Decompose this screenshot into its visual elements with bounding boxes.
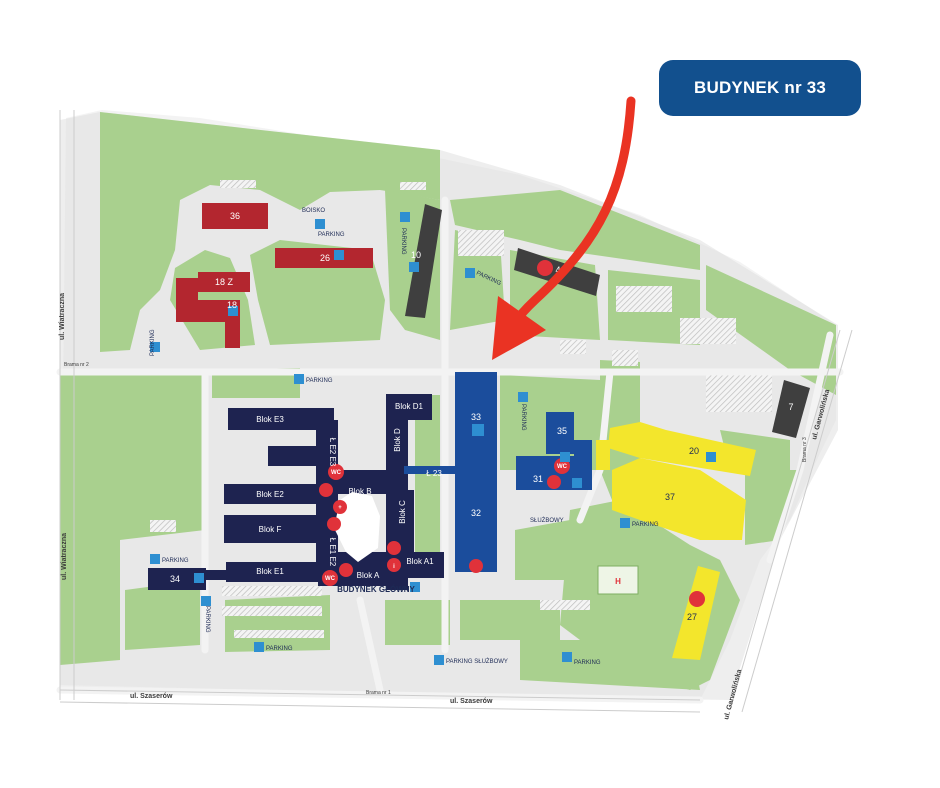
building-33-badge: BUDYNEK nr 33 — [659, 60, 861, 116]
svg-text:PARKING SŁUŻBOWY: PARKING SŁUŻBOWY — [446, 658, 508, 665]
svg-text:Blok D1: Blok D1 — [395, 402, 424, 411]
blok-e3 — [228, 408, 334, 430]
svg-text:i: i — [393, 564, 395, 570]
svg-text:10: 10 — [411, 250, 421, 260]
svg-text:36: 36 — [230, 211, 240, 221]
svg-text:PARKING: PARKING — [306, 378, 333, 384]
svg-text:PARKING: PARKING — [632, 522, 659, 528]
svg-text:Blok A: Blok A — [357, 571, 380, 580]
building-34 — [148, 568, 206, 590]
svg-text:Blok C: Blok C — [398, 500, 407, 524]
svg-text:Blok B: Blok B — [348, 487, 371, 496]
building-36 — [202, 203, 268, 229]
svg-text:26: 26 — [320, 253, 330, 263]
building-labels: 36 26 18 Z 18 10 4 7 Blok E3 Blok E2 Blo… — [170, 211, 794, 622]
poi-glyphs: WC WC WC + i — [325, 464, 568, 582]
blok-e2 — [224, 484, 328, 504]
blok-f — [224, 515, 330, 543]
parking-icons — [150, 212, 630, 665]
building-20 — [608, 422, 756, 476]
svg-text:PARKING: PARKING — [318, 232, 345, 238]
svg-text:20: 20 — [689, 446, 699, 456]
building-27 — [672, 566, 720, 660]
building-37 — [612, 458, 746, 540]
building-18 — [176, 278, 240, 348]
svg-text:Ł E2 E3: Ł E2 E3 — [328, 438, 337, 467]
svg-text:Brama nr 1: Brama nr 1 — [366, 690, 391, 696]
building-35 — [546, 412, 574, 454]
building-18z — [198, 272, 250, 292]
roads — [56, 196, 844, 704]
parking-labels: BOISKO PARKING PARKING PARKING PARKING P… — [150, 208, 659, 666]
svg-text:31: 31 — [533, 474, 543, 484]
svg-text:7: 7 — [788, 402, 793, 412]
svg-text:34: 34 — [170, 574, 180, 584]
blok-d1 — [386, 394, 432, 420]
svg-text:Blok E3: Blok E3 — [256, 415, 284, 424]
building-10 — [405, 204, 442, 318]
svg-text:+: + — [338, 505, 342, 511]
svg-text:Ł E1 E2: Ł E1 E2 — [328, 538, 337, 567]
hatched-lots — [150, 180, 772, 638]
building-7 — [772, 380, 810, 438]
svg-text:PARKING: PARKING — [266, 646, 293, 652]
svg-text:ul. Szaserów: ul. Szaserów — [450, 698, 493, 705]
svg-text:4: 4 — [555, 265, 560, 275]
svg-text:Blok E1: Blok E1 — [256, 567, 284, 576]
svg-text:ul. Szaserów: ul. Szaserów — [130, 693, 173, 700]
poi-markers — [319, 260, 705, 607]
yellow-buildings — [596, 422, 756, 660]
svg-text:Blok D: Blok D — [393, 428, 402, 452]
pointer-arrow — [492, 96, 636, 360]
svg-text:27: 27 — [687, 612, 697, 622]
svg-text:PARKING: PARKING — [204, 606, 210, 633]
svg-text:33: 33 — [471, 412, 481, 422]
svg-text:PARKING: PARKING — [520, 404, 526, 431]
svg-text:WC: WC — [331, 470, 342, 476]
svg-text:18 Z: 18 Z — [215, 277, 234, 287]
building-26 — [275, 248, 373, 268]
svg-text:WC: WC — [325, 576, 336, 582]
blok-e1 — [226, 562, 332, 582]
accessibility-icons — [194, 250, 716, 592]
svg-text:PARKING: PARKING — [574, 660, 601, 666]
svg-text:ul. Wiatraczna: ul. Wiatraczna — [59, 293, 66, 340]
svg-text:18: 18 — [227, 300, 237, 310]
svg-text:PARKING: PARKING — [162, 558, 189, 564]
svg-text:PARKING: PARKING — [400, 228, 406, 255]
svg-text:Brama nr 3: Brama nr 3 — [802, 437, 808, 462]
svg-text:Blok A1: Blok A1 — [406, 557, 434, 566]
svg-text:37: 37 — [665, 492, 675, 502]
svg-text:PARKING: PARKING — [150, 329, 156, 356]
helipad — [597, 565, 639, 595]
svg-text:Blok E2: Blok E2 — [256, 490, 284, 499]
svg-text:Brama nr 2: Brama nr 2 — [64, 362, 89, 368]
streets — [59, 110, 853, 713]
svg-text:H: H — [615, 577, 621, 586]
svg-text:32: 32 — [471, 508, 481, 518]
svg-text:35: 35 — [557, 426, 567, 436]
svg-text:SŁUŻBOWY: SŁUŻBOWY — [530, 517, 564, 524]
red-buildings — [176, 203, 373, 348]
link-23 — [404, 466, 464, 474]
svg-text:Ł 23: Ł 23 — [426, 469, 442, 478]
svg-text:WC: WC — [557, 464, 568, 470]
svg-text:ul. Wiatraczna: ul. Wiatraczna — [61, 533, 68, 580]
svg-text:BOISKO: BOISKO — [302, 208, 325, 214]
svg-text:Blok F: Blok F — [259, 525, 282, 534]
svg-text:BUDYNEK GŁÓWNY: BUDYNEK GŁÓWNY — [337, 585, 415, 594]
